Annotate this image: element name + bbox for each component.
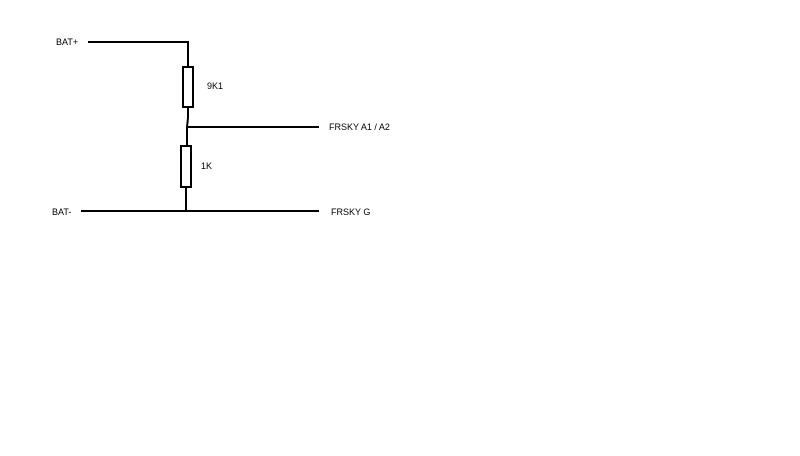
label-frsky-g: FRSKY G [331,207,370,217]
resistor-9k1 [182,66,194,108]
bat-plus-wire [88,41,189,68]
label-bat-minus: BAT- [52,207,71,217]
resistor-9k1-lower-lead [185,106,189,129]
label-r2: 1K [201,161,212,171]
label-r1: 9K1 [207,81,223,91]
label-frsky-a: FRSKY A1 / A2 [329,122,390,132]
resistor-1k [180,145,192,188]
label-bat-plus: BAT+ [56,37,78,47]
